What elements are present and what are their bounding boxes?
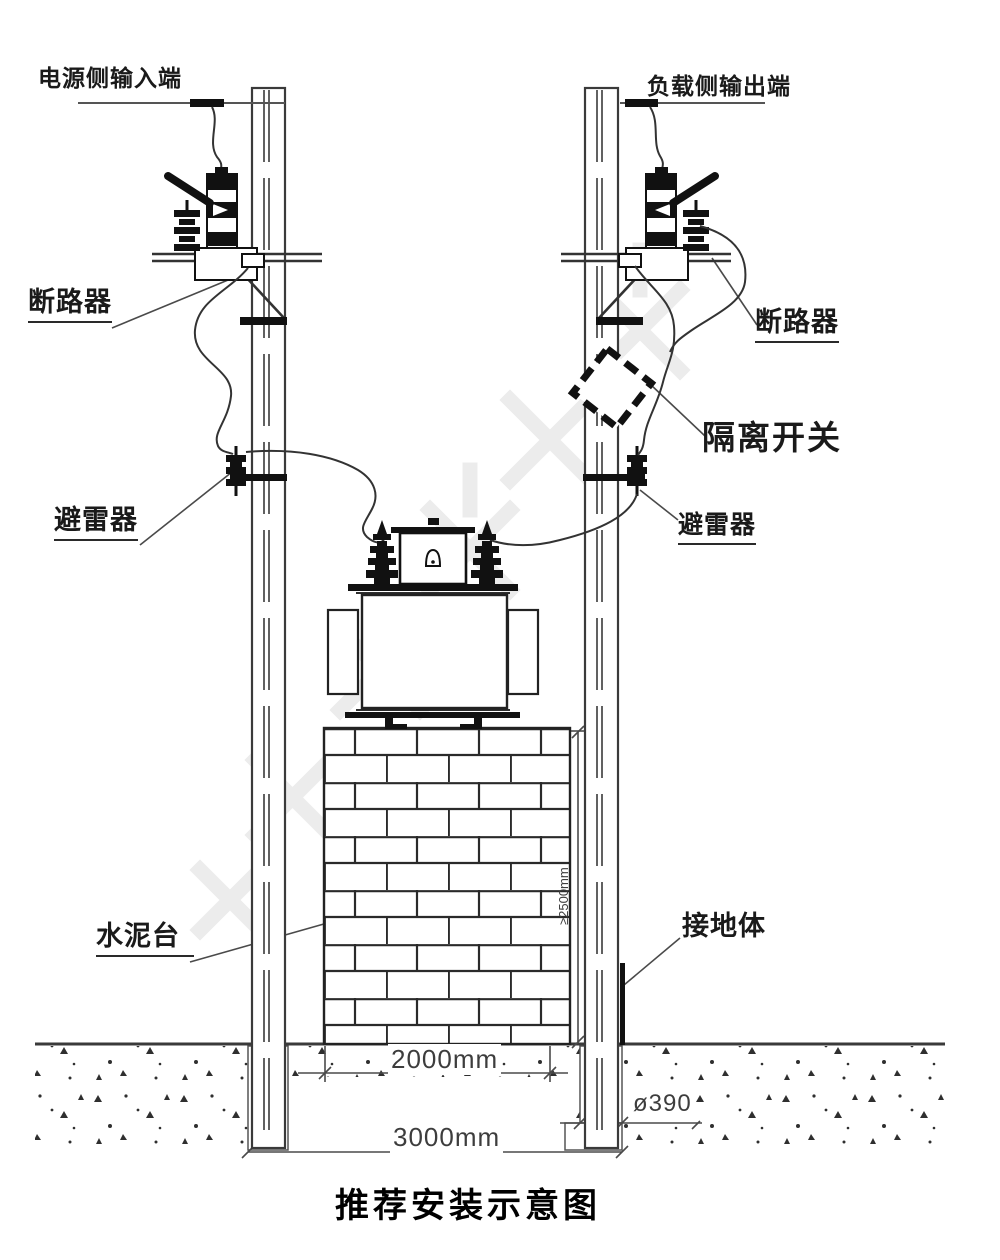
dimension-pole-diameter: ø390 bbox=[630, 1090, 695, 1118]
dimension-platform-width: 2000mm bbox=[388, 1044, 502, 1075]
label-arrester-left: 避雷器 bbox=[54, 505, 138, 541]
label-arrester-right: 避雷器 bbox=[678, 511, 757, 545]
connection-cables bbox=[193, 225, 747, 547]
label-cement-platform: 水泥台 bbox=[96, 921, 194, 957]
grounding-rod bbox=[620, 963, 625, 1045]
power-line-left bbox=[78, 99, 285, 107]
dimension-pole-spacing: 3000mm bbox=[390, 1122, 504, 1153]
power-line-right bbox=[620, 99, 765, 107]
breaker-assembly-left bbox=[152, 167, 322, 325]
pole-right bbox=[583, 86, 620, 1150]
arrester-left-symbol bbox=[226, 446, 287, 496]
label-breaker-left: 断路器 bbox=[28, 287, 112, 323]
label-power-input: 电源侧输入端 bbox=[38, 65, 182, 91]
isolation-switch-symbol bbox=[567, 343, 657, 433]
label-load-output: 负载侧输出端 bbox=[647, 73, 791, 99]
transformer-symbol bbox=[326, 518, 540, 729]
dimension-platform-height: ≥2500mm bbox=[556, 867, 571, 925]
label-breaker-right: 断路器 bbox=[755, 307, 839, 343]
label-grounding-body: 接地体 bbox=[682, 911, 766, 941]
label-isolation-switch: 隔离开关 bbox=[702, 419, 842, 456]
cement-platform-wall bbox=[322, 726, 572, 1046]
diagram-title: 推荐安装示意图 bbox=[335, 1187, 601, 1225]
